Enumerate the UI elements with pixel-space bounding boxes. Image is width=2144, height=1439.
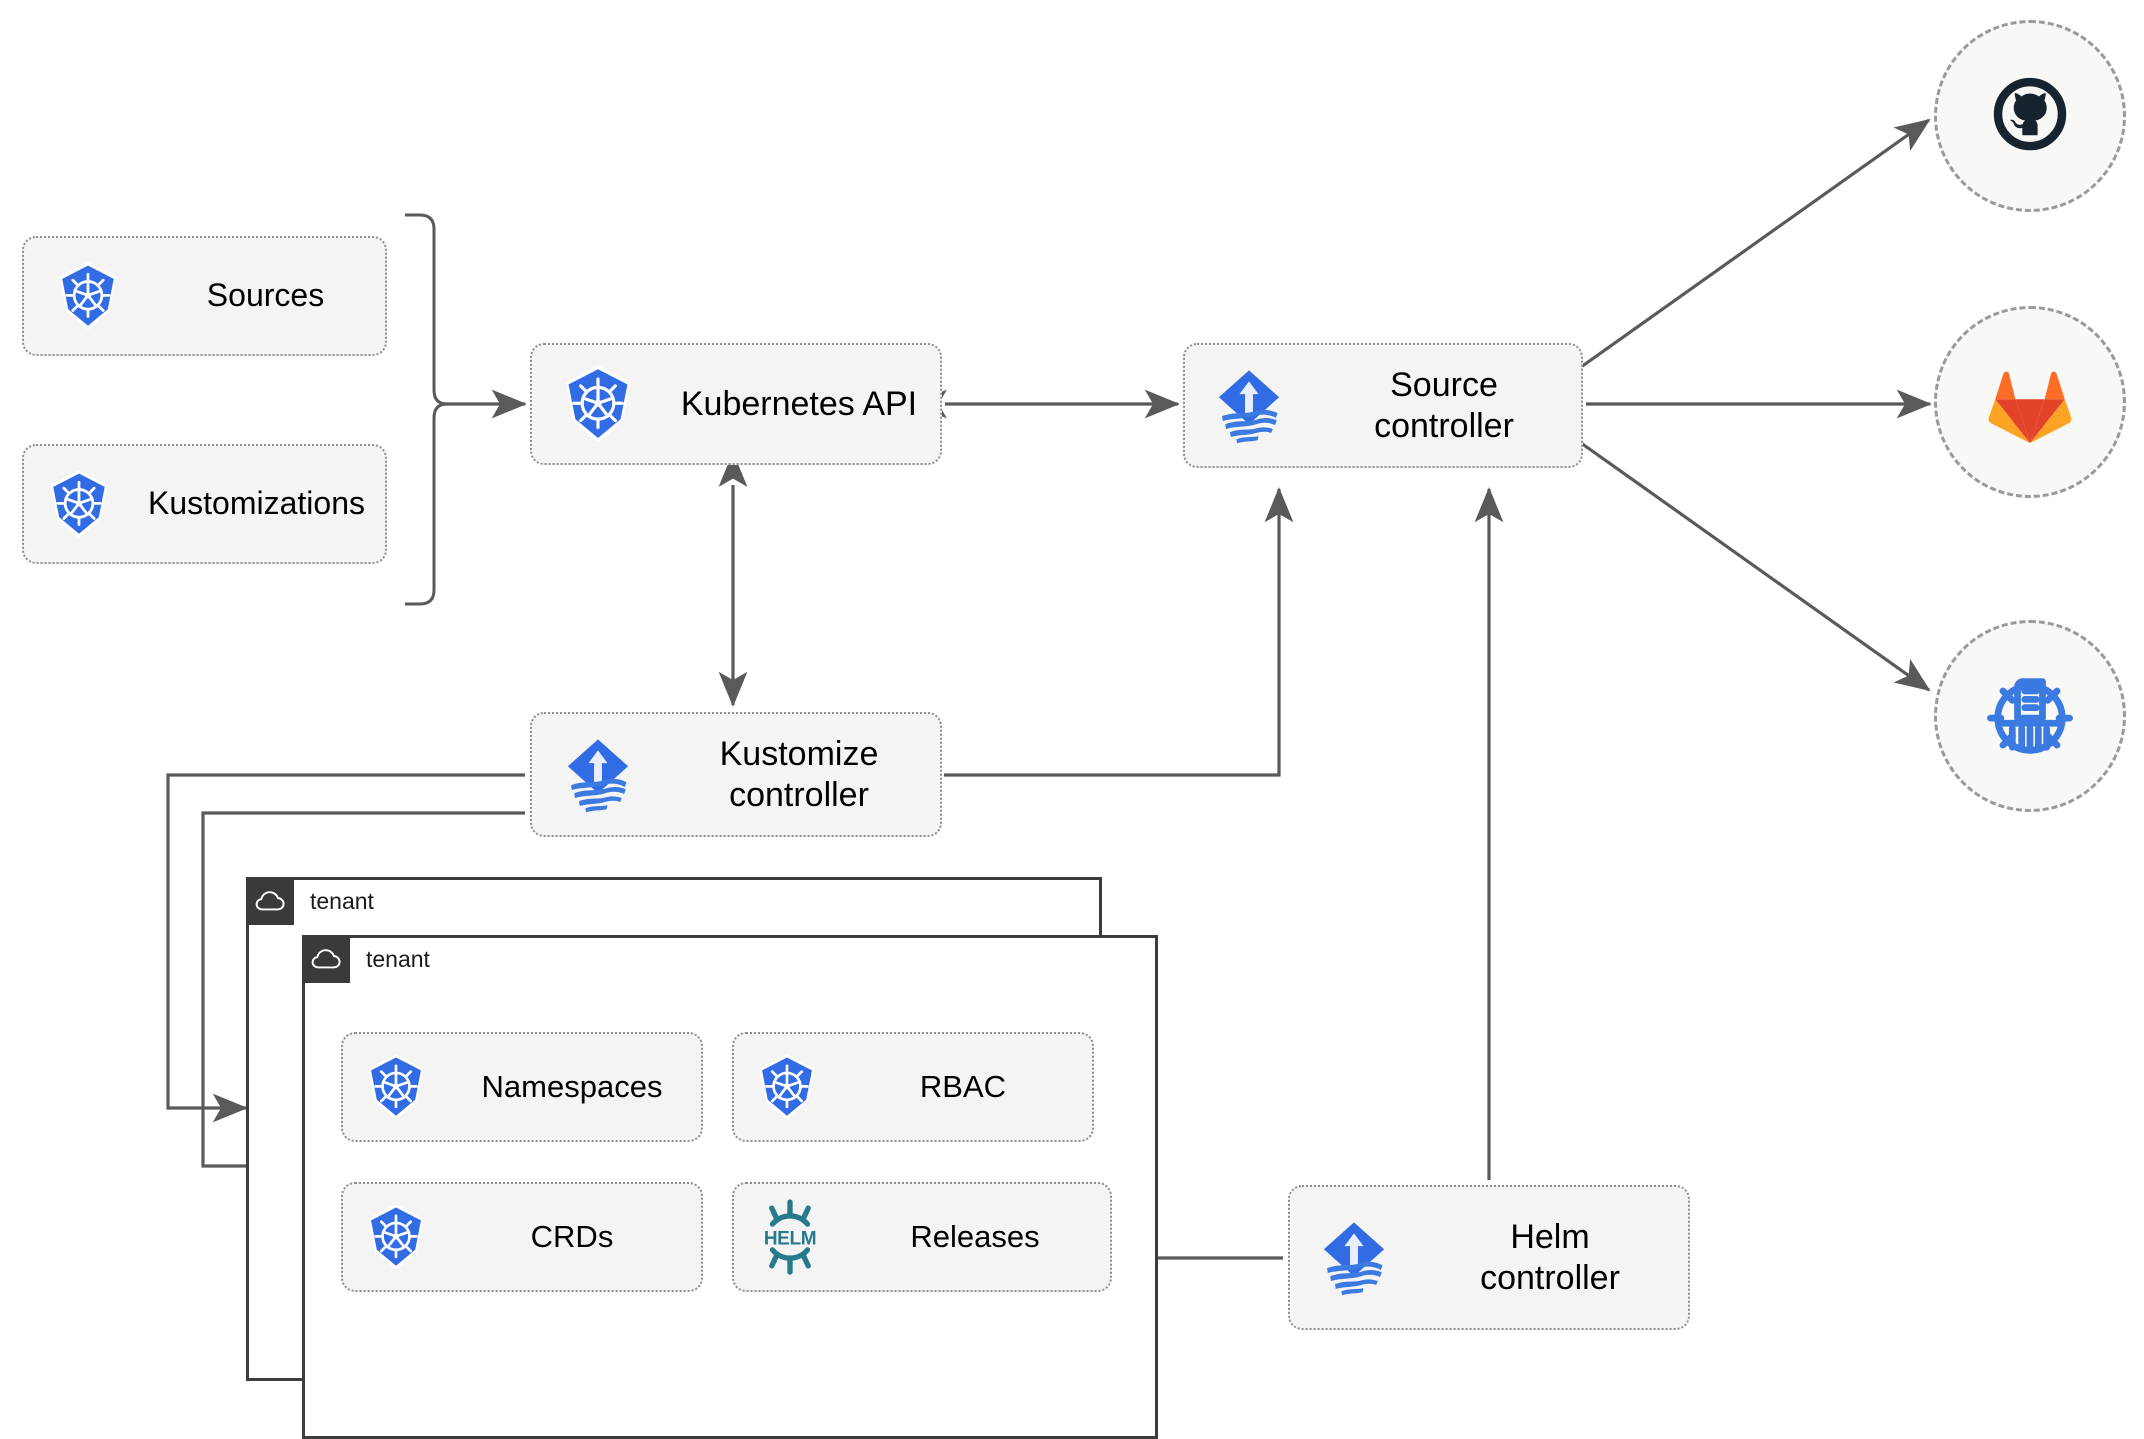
flux-icon [1185,364,1313,448]
node-helm-controller-label: Helm controller [1480,1218,1620,1297]
flux-icon [1290,1216,1418,1300]
node-helm-controller[interactable]: Helm controller [1288,1185,1690,1330]
edge-kustomize-to-source-controller [944,487,1294,777]
edge-kustomize-to-tenant-1 [166,773,525,1123]
node-source-controller-label: Source controller [1374,366,1514,445]
node-kubernetes-api-label: Kubernetes API [680,384,918,423]
kubernetes-icon [24,469,134,539]
node-crds-label: CRDs [530,1218,614,1254]
node-rbac-label: RBAC [919,1068,1007,1104]
node-kustomize-controller[interactable]: Kustomize controller [530,712,942,837]
node-releases-label: Releases [910,1218,1040,1254]
node-kustomize-controller-label: Kustomize controller [719,735,879,814]
node-kubernetes-api[interactable]: Kubernetes API [530,343,942,465]
node-sources-label: Sources [206,277,325,314]
svg-text:HELM: HELM [764,1229,816,1250]
node-namespaces-label: Namespaces [481,1068,663,1104]
node-kustomizations[interactable]: Kustomizations [22,444,387,564]
flux-icon [532,733,664,817]
tenant-1-titlebar: tenant [246,877,374,925]
kubernetes-icon [343,1203,449,1271]
edge-sources-group-bracket [405,213,448,606]
diagram-canvas: tenant tenant [22,20,2126,1439]
tenant-2-titlebar: tenant [302,935,430,983]
edge-source-controller-to-chartmuseum [1580,441,1931,692]
node-source-controller[interactable]: Source controller [1183,343,1583,468]
node-kustomizations-label: Kustomizations [148,485,365,522]
provider-chartmuseum[interactable] [1934,620,2126,812]
edge-source-controller-to-github [1580,118,1931,369]
helm-icon: HELM [734,1199,846,1275]
cloud-icon [246,877,294,925]
node-sources[interactable]: Sources [22,236,387,356]
node-crds[interactable]: CRDs [341,1182,703,1292]
connector-layer [166,118,1932,1273]
node-namespaces[interactable]: Namespaces [341,1032,703,1142]
chartmuseum-icon [1987,678,2073,754]
kubernetes-icon [343,1053,449,1121]
kubernetes-icon [24,261,152,331]
tenant-2-label: tenant [366,945,430,972]
node-releases[interactable]: HELM Releases [732,1182,1112,1292]
provider-github[interactable] [1934,20,2126,212]
tenant-1-label: tenant [310,887,374,914]
node-rbac[interactable]: RBAC [732,1032,1094,1142]
kubernetes-icon [734,1053,840,1121]
kubernetes-icon [532,364,664,444]
provider-gitlab[interactable] [1934,306,2126,498]
gitlab-icon [1988,371,2072,444]
github-icon [1993,77,2067,151]
cloud-icon [302,935,350,983]
